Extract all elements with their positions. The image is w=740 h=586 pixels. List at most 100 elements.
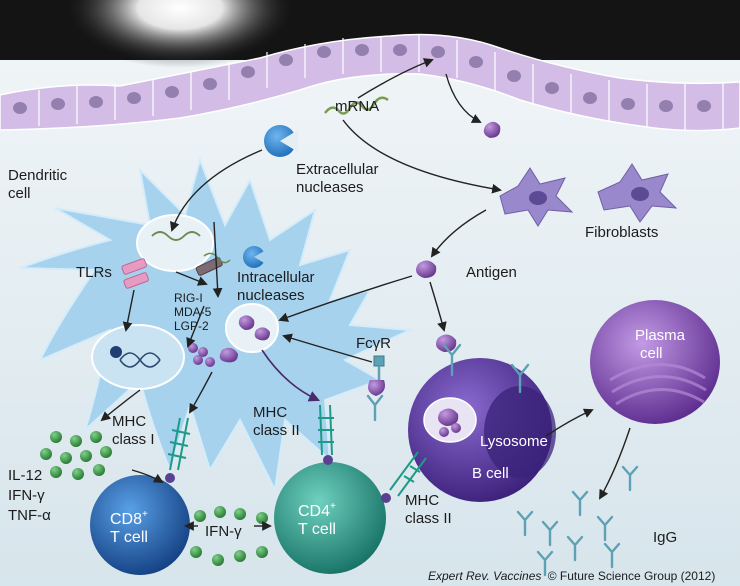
igg-antibody-icon — [621, 465, 639, 492]
mhc-class-ii-dc-label: MHC class II — [253, 404, 300, 439]
cytokines-label: IL-12 IFN-γ TNF-α — [8, 467, 51, 524]
arrow-to-endosome — [170, 149, 263, 232]
arrow-tlr-to-nucleus — [122, 289, 135, 332]
cytokine-dot — [234, 508, 246, 520]
plasma-cell-label: Plasma cell — [635, 327, 689, 362]
peptide-icon — [198, 347, 208, 357]
figure-credit: Expert Rev. Vaccines © Future Science Gr… — [428, 569, 715, 583]
bcr-antibody-icon — [510, 363, 530, 394]
cytokine-dot — [190, 546, 202, 558]
tlr-receptor-icon — [121, 258, 149, 289]
endosome — [136, 214, 214, 272]
arrow-to-rig — [212, 221, 223, 298]
arrow-to-antigen — [445, 73, 482, 123]
arrow-cytokines-to-cd8 — [131, 469, 164, 483]
cytokine-dot — [60, 452, 72, 464]
igg-antibody-icon — [571, 490, 589, 517]
ifn-gamma-label: IFN-γ — [205, 523, 242, 540]
arrow-bcell-to-plasma — [545, 408, 594, 437]
arrow-antigen-to-dc — [278, 275, 413, 322]
arrow-to-epithelium — [357, 58, 434, 99]
extracellular-nucleases-label: Extracellular nucleases — [296, 161, 383, 196]
arrow-fibroblast-antigen — [430, 209, 487, 258]
igg-antibody-icon — [603, 542, 621, 569]
peptide-icon — [193, 355, 203, 365]
antigen-icon — [483, 121, 501, 138]
cytokine-dot — [50, 466, 62, 478]
antigen-fragment-icon — [238, 315, 255, 330]
extracellular-nuclease-icon — [264, 125, 298, 157]
epithelial-layer — [0, 33, 740, 132]
cytokine-dot — [256, 546, 268, 558]
dendritic-cell-label: Dendritic cell — [8, 167, 71, 202]
mhc-class-ii-bcell-label: MHC class II — [405, 492, 452, 527]
igg-label: IgG — [653, 529, 677, 546]
mrna-label: mRNA — [335, 98, 379, 115]
cytokine-dot — [90, 431, 102, 443]
arrow-endosome-rig — [175, 271, 208, 286]
antigen-fragment-icon — [219, 347, 238, 363]
fibroblasts-label: Fibroblasts — [585, 224, 658, 241]
cd8-t-cell-label: CD8+ T cell — [110, 504, 152, 546]
cytokine-dot — [256, 512, 268, 524]
cd4-t-cell-label: CD4+ T cell — [298, 496, 340, 538]
mhc-class-i-label: MHC class I — [112, 413, 155, 448]
igg-antibody-icon — [596, 515, 614, 542]
igg-antibody-icon — [516, 510, 534, 537]
endosome-mrna-icon — [151, 231, 201, 241]
bcr-antibody-icon — [442, 343, 462, 377]
arrow-plasma-to-igg — [599, 427, 631, 500]
fc-receptor-icon — [368, 355, 385, 396]
arrow-to-fibroblasts — [342, 119, 502, 194]
fcgr-label: FcγR — [356, 335, 391, 352]
cytokine-dot — [234, 550, 246, 562]
intracellular-nuclease-icon — [243, 246, 266, 268]
arrow-to-mhc-i — [189, 371, 213, 414]
transcription-factor-icon — [110, 346, 122, 358]
arrow-fc-to-dc — [282, 333, 373, 363]
antigen-label: Antigen — [466, 264, 517, 281]
igg-antibody-icon — [541, 520, 559, 547]
mhc-class-ii-icon — [318, 404, 334, 456]
tcr-icon — [323, 455, 333, 465]
b-cell — [408, 358, 556, 502]
arrow-antigen-to-bcell — [429, 281, 447, 332]
mhc-class-i-icon — [167, 417, 191, 471]
lysosome-label: Lysosome — [480, 433, 548, 450]
intracellular-nucleases-label: Intracellular nucleases — [237, 269, 319, 304]
cytokine-dot — [70, 435, 82, 447]
light-flare — [60, 0, 300, 68]
fibroblast-cell — [499, 167, 574, 227]
antigen-icon — [416, 260, 437, 278]
fc-receptor-antibody-icon — [366, 394, 384, 422]
cytokine-dot — [214, 506, 226, 518]
cytokine-dot — [50, 431, 62, 443]
peptide-icon — [188, 343, 198, 353]
antigen-fragment-icon — [254, 327, 270, 341]
plasma-cell — [590, 300, 720, 424]
cytokine-dot — [194, 510, 206, 522]
arrow-to-mhc-ii — [261, 349, 321, 402]
dna-helix-icon — [119, 352, 161, 368]
cytokine-dot — [100, 446, 112, 458]
cd4-t-cell — [274, 462, 386, 574]
cytokine-dot — [80, 450, 92, 462]
peptide-icon — [205, 357, 215, 367]
cytokine-dot — [212, 554, 224, 566]
mhc-class-ii-bcell-icon — [389, 451, 427, 497]
b-cell-label: B cell — [472, 465, 509, 482]
fibroblast-cell — [597, 163, 678, 223]
tcr-icon — [165, 473, 175, 483]
igg-antibody-icon — [536, 550, 554, 577]
igg-antibody-icon — [566, 535, 584, 562]
arrow-nucleus-to-cytokines — [100, 389, 141, 422]
tcr-icon — [381, 493, 391, 503]
tlrs-label: TLRs — [76, 264, 112, 281]
cytokine-dot — [93, 464, 105, 476]
antigen-icon — [436, 334, 457, 352]
arrow-rig-to-nucleus — [186, 305, 205, 348]
cd8-t-cell — [90, 475, 190, 575]
cytokine-dot — [40, 448, 52, 460]
